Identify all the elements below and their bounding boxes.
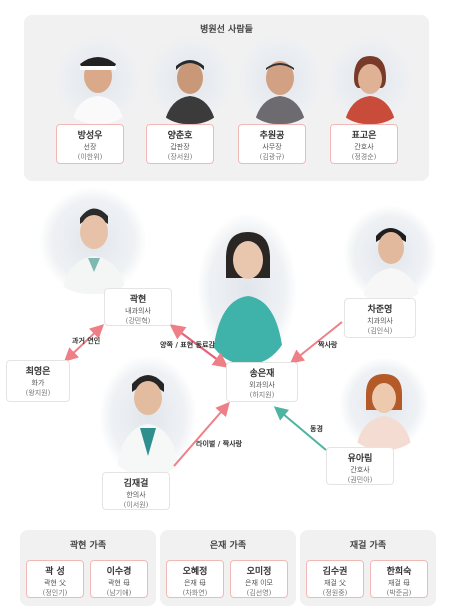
member-name: 오미정 [246,567,272,577]
cha-actor: (김인식) [367,327,393,335]
crew-name: 방성우 [77,131,103,141]
yu-a-rim-photo [340,358,428,450]
card-yu-a-rim[interactable]: 유아림 간호사 (권민아) [326,447,394,485]
ship-crew-title: 병원선 사람들 [200,25,253,35]
card-song-eun-jae[interactable]: 송은재 외과의사 (하지원) [226,362,298,402]
crew-actor: (정경순) [351,153,377,161]
card-kim-jae-geol[interactable]: 김재걸 한의사 (이서원) [102,472,170,510]
crew-name: 양춘호 [167,131,193,141]
card-choi-young-eun[interactable]: 최영은 화가 (왕지원) [6,360,70,402]
arrow-kim-song [173,401,230,467]
yu-name: 유아림 [347,454,373,464]
member-name: 한희숙 [386,567,412,577]
song-role: 외과의사 [249,381,275,389]
member-role: 은재 이모 [245,579,273,587]
kim-actor: (이서원) [123,501,149,509]
crew-role: 선장 [83,143,97,151]
crew-actor: (이한위) [77,153,103,161]
kim-name: 김재걸 [123,479,149,489]
member-actor: (정원중) [322,589,348,597]
crew-card-boatswain[interactable]: 양춘호 갑판장 (장서원) [146,124,214,164]
kim-role: 한의사 [126,491,146,499]
crew-card-nurse-pyo[interactable]: 표고은 간호사 (정경순) [330,124,398,164]
family-title-eunjae: 은재 가족 [209,541,247,551]
family-card-jaegeol-father[interactable]: 김수권 재걸 父 (정원중) [306,560,364,598]
member-name: 곽 성 [45,567,65,577]
family-card-eunjae-aunt[interactable]: 오미정 은재 이모 (김선영) [230,560,288,598]
label-one-sided-yu: 동경 [310,425,323,433]
label-past-lover: 과거 연인 [72,337,101,345]
member-name: 김수권 [322,567,348,577]
label-one-sided-cha: 짝사랑 [318,341,338,349]
card-kwak-hyun[interactable]: 곽현 내과의사 (강민혁) [104,288,172,326]
kwak-name: 곽현 [129,295,147,305]
song-actor: (하지원) [249,391,275,399]
arrow-cha-song [289,321,343,364]
yu-role: 간호사 [350,466,370,474]
arrow-kwak-song [169,324,229,368]
nurse-pyo-photo [328,36,412,124]
member-name: 이수경 [106,567,132,577]
kwak-actor: (강민혁) [125,317,151,325]
family-card-jaegeol-mother[interactable]: 한희숙 재걸 母 (박준금) [370,560,428,598]
crew-card-captain[interactable]: 방성우 선장 (이한위) [56,124,124,164]
captain-photo [56,36,140,124]
song-name: 송은재 [249,369,275,379]
member-actor: (정인기) [42,589,68,597]
purser-photo [238,36,322,124]
member-actor: (남기애) [106,589,132,597]
family-card-kwak-mother[interactable]: 이수경 곽현 母 (남기애) [90,560,148,598]
crew-name: 추원공 [259,131,285,141]
family-card-eunjae-mother[interactable]: 오혜정 은재 母 (차화연) [166,560,224,598]
label-kwak-song: 양쪽 / 표현 동료감 [160,341,215,349]
crew-actor: (장서원) [167,153,193,161]
choi-name: 최영은 [25,367,51,377]
arrow-yu-song [273,406,327,451]
choi-actor: (왕지원) [25,389,51,397]
member-actor: (김선영) [246,589,272,597]
yu-actor: (권민아) [347,476,373,484]
crew-card-purser[interactable]: 추원공 사무장 (김광규) [238,124,306,164]
member-role: 재걸 父 [323,579,347,587]
family-card-kwak-father[interactable]: 곽 성 곽현 父 (정인기) [26,560,84,598]
crew-role: 갑판장 [170,143,190,151]
card-cha-jun-young[interactable]: 차준영 치과의사 (김인식) [344,298,416,338]
family-title-jaegeol: 재걸 가족 [349,541,387,551]
member-role: 재걸 母 [387,579,411,587]
member-actor: (차화연) [182,589,208,597]
cha-role: 치과의사 [367,317,393,325]
cha-jun-young-photo [344,206,436,302]
family-title-kwak: 곽현 가족 [69,541,107,551]
arrow-kwak-choi [63,324,105,362]
cha-name: 차준영 [367,305,393,315]
kwak-role: 내과의사 [125,307,151,315]
member-role: 곽현 母 [107,579,131,587]
kwak-hyun-photo [40,188,146,294]
label-rival: 라이벌 / 짝사랑 [196,440,243,448]
choi-role: 화가 [31,379,45,387]
member-role: 곽현 父 [43,579,67,587]
kim-jae-geol-photo [100,356,196,476]
member-actor: (박준금) [386,589,412,597]
member-role: 은재 母 [183,579,207,587]
crew-role: 간호사 [354,143,374,151]
crew-actor: (김광규) [259,153,285,161]
member-name: 오혜정 [182,567,208,577]
crew-name: 표고은 [351,131,377,141]
crew-role: 사무장 [262,143,282,151]
boatswain-photo [148,36,232,124]
